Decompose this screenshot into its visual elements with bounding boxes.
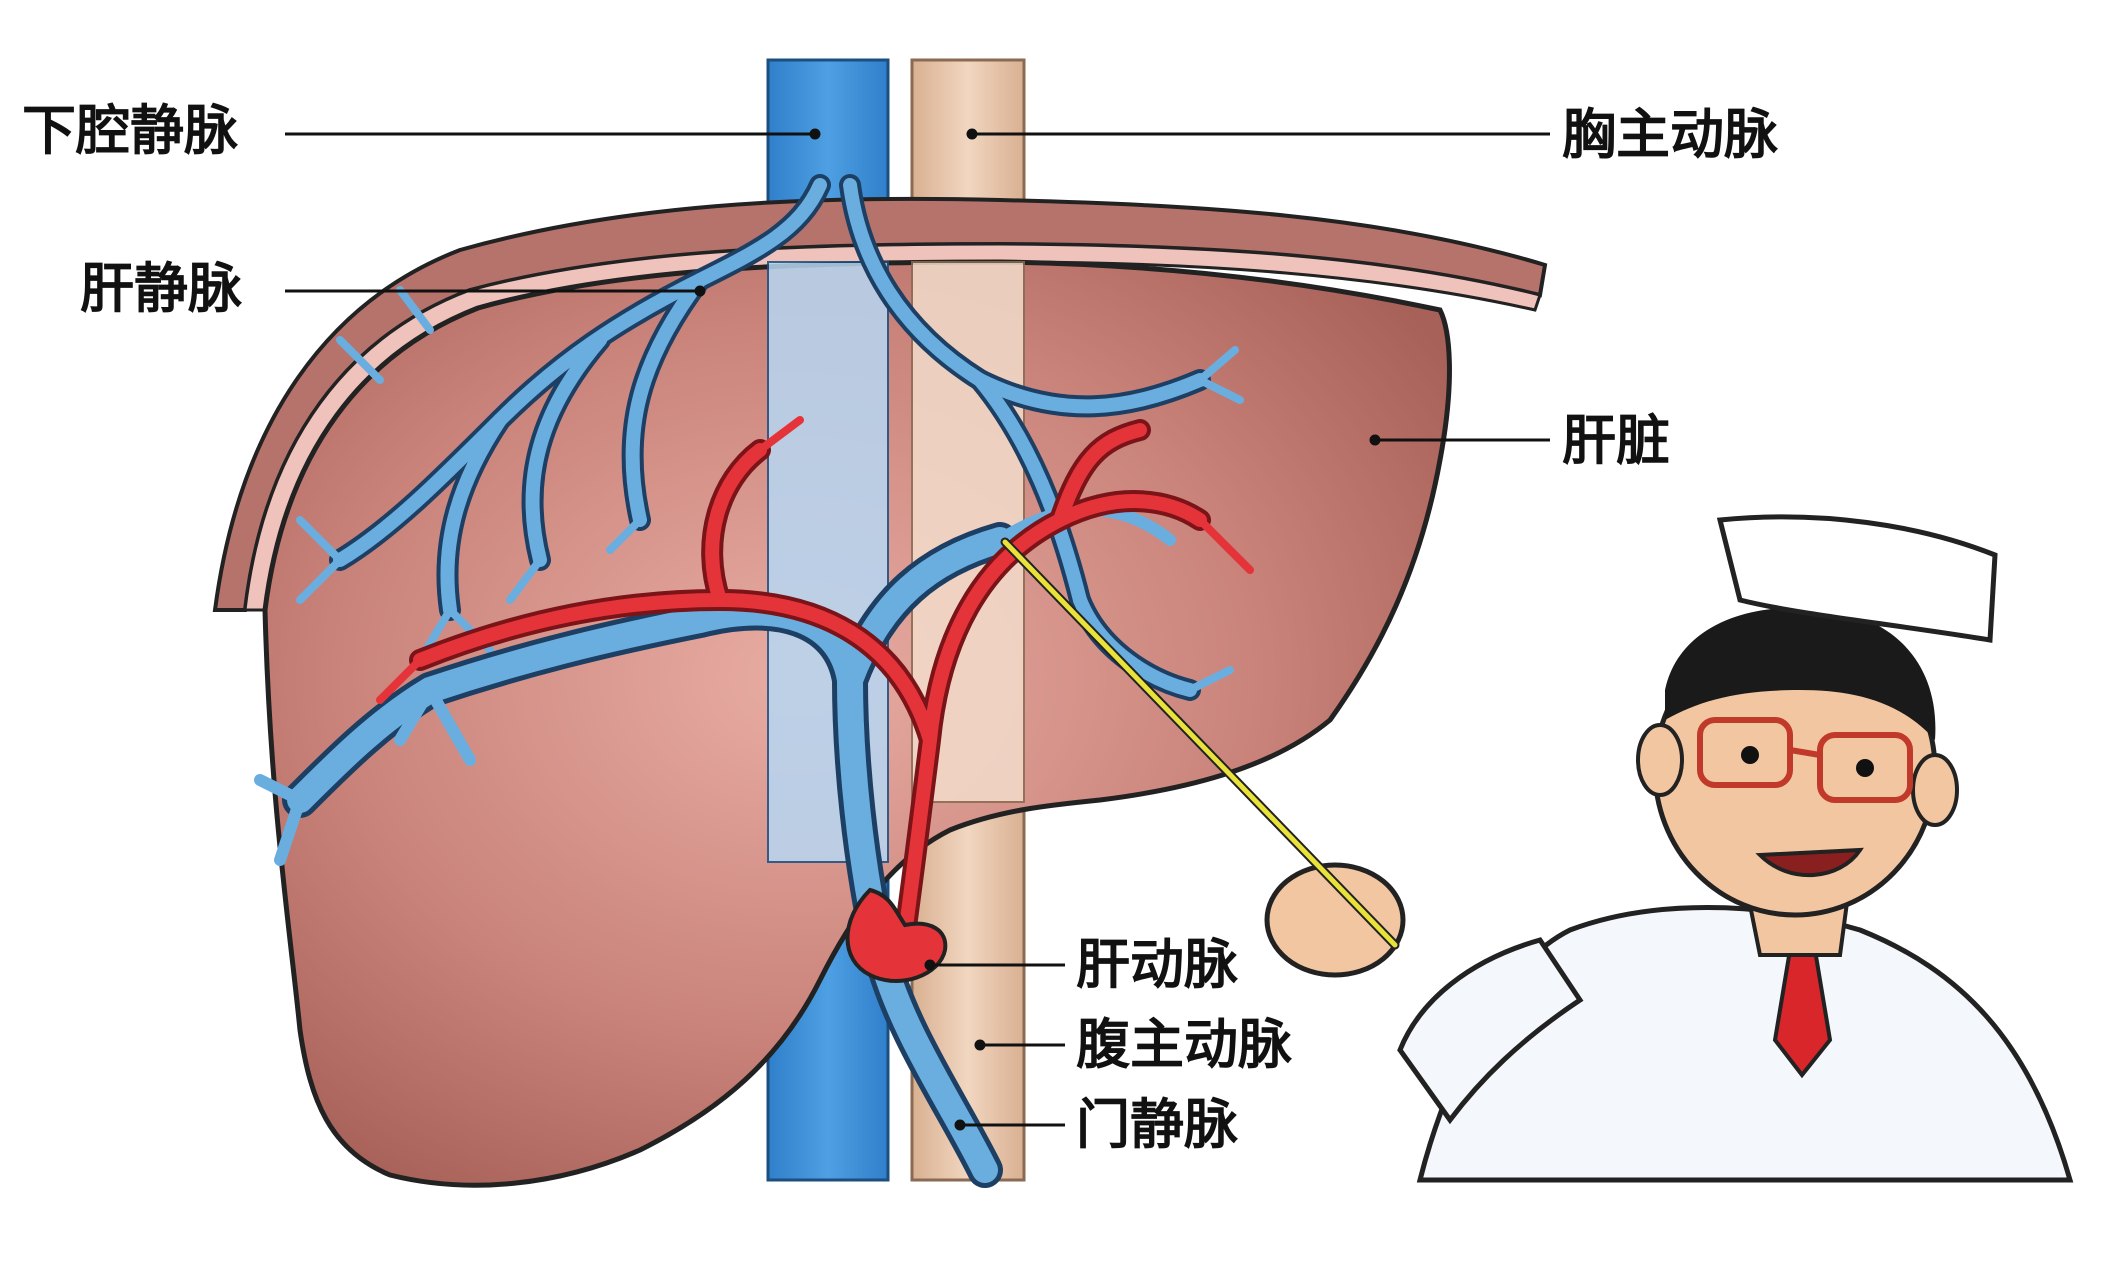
label-hepatic-vein: 肝静脉 <box>80 257 242 320</box>
doctor-glasses <box>1697 717 1913 803</box>
label-hepatic-artery: 肝动脉 <box>1076 933 1238 996</box>
leader-lines <box>285 128 1550 1131</box>
label-thoracic-aorta: 胸主动脉 <box>1562 103 1778 166</box>
doctor-arm <box>1397 937 1584 1125</box>
label-portal-vein: 门静脉 <box>1076 1093 1238 1156</box>
hepatic-veins <box>329 174 1211 701</box>
label-liver: 肝脏 <box>1562 409 1670 472</box>
doctor-figure <box>1264 514 2074 1183</box>
doctor-hat <box>1716 514 1998 643</box>
hepatic-artery <box>376 416 1254 981</box>
doctor-hand <box>1264 862 1406 978</box>
label-inferior-vena-cava: 下腔静脉 <box>22 99 238 162</box>
label-abdominal-aorta: 腹主动脉 <box>1076 1013 1292 1076</box>
celiac-trunk <box>845 887 948 983</box>
